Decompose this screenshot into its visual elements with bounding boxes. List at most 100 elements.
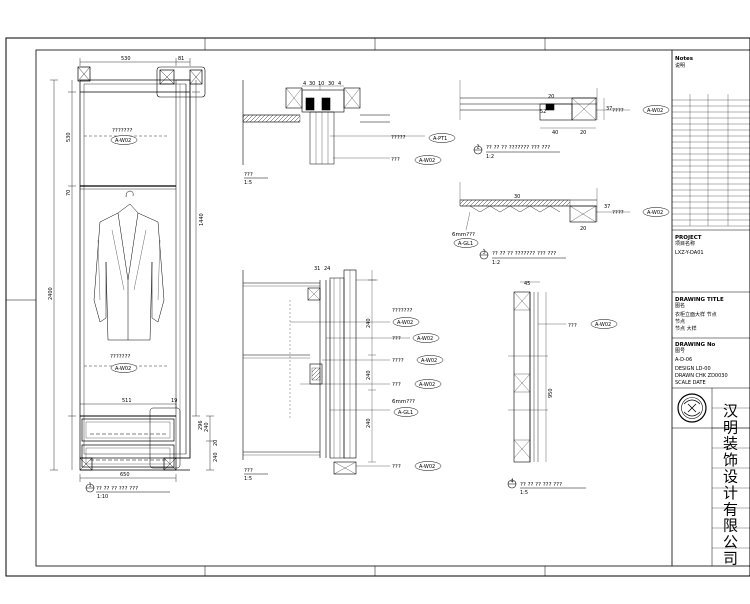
note-upper: ??????? (112, 128, 133, 134)
suit-icon (93, 190, 165, 341)
svg-text:???: ??? (392, 464, 401, 470)
svg-text:明: 明 (723, 418, 738, 436)
dim-drawer-240a: 240 (204, 422, 210, 432)
svg-text:???: ??? (392, 382, 401, 388)
svg-text:52: 52 (540, 109, 546, 115)
detail-top-scale: 1:5 (244, 180, 252, 186)
detail-right-section (508, 281, 566, 463)
detail-4-dim-side: 950 (548, 388, 554, 398)
svg-text:???????: ??????? (392, 308, 413, 314)
detail-top-right-dims: 20 52 37 40 20 (540, 94, 612, 136)
cabinet-top-block (77, 66, 91, 82)
svg-text:20: 20 (580, 130, 586, 136)
detail-mid-right-dims: 30 37 20 (514, 194, 610, 232)
dim-drawer-296: 296 (198, 420, 204, 430)
svg-text:30: 30 (514, 194, 520, 200)
svg-text:1:5: 1:5 (520, 490, 528, 496)
svg-text:30: 30 (328, 81, 334, 87)
detail-3-title: 3 ?? ?? ?? ??????? ??? ??? 1:2 (479, 250, 566, 266)
svg-text:4: 4 (511, 479, 514, 485)
svg-text:?? ?? ?? ??????? ??? ???: ?? ?? ?? ??????? ??? ??? (492, 251, 556, 257)
detail-top-note-b: ??? (391, 157, 400, 163)
drawing-title-line3: 节点 大样 (675, 325, 697, 332)
svg-text:????: ???? (392, 358, 404, 364)
section-title-1: 1 ?? ?? ?? ??? ??? 1:10 (85, 483, 170, 500)
cabinet-elevation (77, 66, 206, 471)
svg-text:A-W02: A-W02 (421, 358, 437, 364)
meta-line1: DESIGN LD-00 (675, 366, 711, 372)
detail-3-tag-b: A-GL1 (458, 241, 473, 247)
svg-text:A-W02: A-W02 (417, 336, 433, 342)
svg-text:6mm???: 6mm??? (392, 399, 415, 405)
dim-upper-70: 70 (66, 190, 72, 196)
svg-text:240: 240 (366, 370, 372, 380)
svg-text:A-GL1: A-GL1 (398, 410, 413, 416)
svg-text:3: 3 (483, 250, 486, 256)
inner-border (35, 49, 750, 567)
drawing-title-sub: 图名 (675, 302, 685, 309)
svg-text:37: 37 (604, 204, 610, 210)
project-sub: 项目名称 (675, 240, 695, 247)
svg-text:限: 限 (723, 517, 738, 535)
svg-text:240: 240 (366, 318, 372, 328)
dim-side-19: 19 (171, 398, 177, 404)
detail-4-note: ??? (568, 323, 577, 329)
svg-text:汉: 汉 (723, 402, 738, 420)
drawing-title-heading: DRAWING TITLE (675, 297, 724, 303)
svg-text:A-W02: A-W02 (419, 382, 435, 388)
svg-text:公: 公 (723, 533, 738, 551)
tag-middle: A-W02 (115, 366, 131, 372)
svg-text:设: 设 (723, 468, 738, 486)
detail-top-scale-label: ??? (244, 172, 253, 178)
project-value: LXZ-Y-DA01 (675, 250, 704, 256)
svg-text:4: 4 (338, 81, 341, 87)
svg-text:1:2: 1:2 (486, 154, 494, 160)
side-detail-callout (149, 407, 181, 469)
detail-3-note-b: 6mm??? (452, 232, 475, 238)
svg-text:?? ?? ?? ??????? ??? ???: ?? ?? ?? ??????? ??? ??? (486, 145, 550, 151)
detail-2-title: 2 ?? ?? ?? ??????? ??? ??? 1:2 (473, 145, 560, 160)
detail-3-tag-a: A-W02 (647, 210, 663, 216)
svg-text:饰: 饰 (723, 451, 738, 469)
company-name: 汉 明 装 饰 设 计 有 限 公 司 (723, 402, 738, 568)
drawing-no-value: A-D-06 (675, 357, 692, 363)
project-heading: PROJECT (675, 235, 702, 241)
svg-text:装: 装 (723, 435, 738, 453)
svg-text:20: 20 (580, 226, 586, 232)
company-logo (677, 393, 707, 423)
notes-sub: 说明 (675, 62, 685, 69)
drawer-1 (81, 418, 175, 442)
svg-text:A-W02: A-W02 (419, 464, 435, 470)
title-block (672, 94, 750, 566)
dim-inner-height: 1440 (199, 213, 205, 226)
svg-text:4: 4 (303, 81, 306, 87)
detail-center-scale: 1:5 (244, 476, 252, 482)
detail-center-callouts: ??????? A-W02 ??? A-W02 ???? A-W02 ??? A… (392, 308, 444, 471)
note-middle: ??????? (110, 354, 131, 360)
drawing-no-heading: DRAWING No (675, 342, 716, 348)
svg-text:???: ??? (392, 336, 401, 342)
detail-top-tag-a: A-PT1 (433, 136, 447, 142)
cabinet-tags: ??????? A-W02 ??????? A-W02 (110, 128, 138, 373)
detail-2-note: ???? (612, 108, 624, 114)
section-1-title: ?? ?? ?? ??? ??? (96, 486, 138, 492)
detail-top-right (459, 80, 630, 129)
detail-center (242, 269, 410, 475)
meta-line2: DRAWN CHK ZD0030 (675, 373, 728, 379)
svg-text:计: 计 (723, 484, 738, 502)
border-ticks (6, 38, 546, 576)
door-track (175, 79, 191, 459)
svg-text:10: 10 (318, 81, 324, 87)
drawing-title-line1: 衣柜立面大样 节点 (675, 311, 717, 318)
outer-border (5, 37, 750, 577)
dim-drawer-240b: 240 (213, 452, 219, 462)
detail-4-dim-top: 45 (524, 281, 530, 287)
detail-2-tag: A-W02 (647, 108, 663, 114)
svg-text:24: 24 (324, 266, 330, 272)
dim-upper-530: 530 (66, 132, 72, 142)
svg-text:有: 有 (723, 500, 738, 518)
detail-top-tag-b: A-W02 (419, 158, 435, 164)
drawing-title-line2: 节点 (675, 319, 685, 325)
svg-text:37: 37 (606, 106, 612, 112)
